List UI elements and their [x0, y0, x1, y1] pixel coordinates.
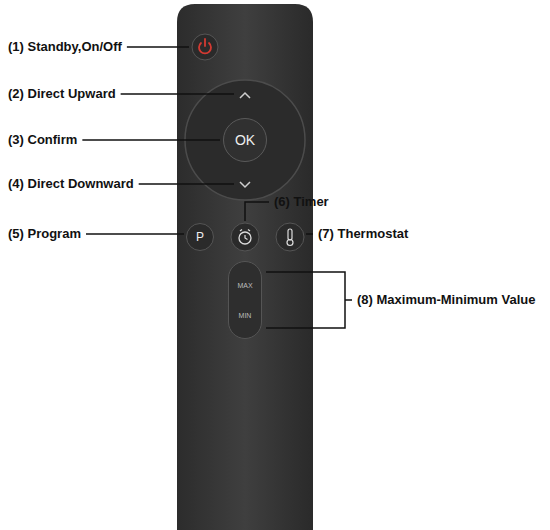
power-button [192, 34, 218, 60]
leader-line [127, 46, 189, 48]
leader-line [245, 202, 269, 221]
leader-line [82, 139, 220, 141]
button-label: P [196, 231, 204, 243]
leader-line [139, 183, 234, 185]
leader-line [306, 233, 313, 235]
bracket [266, 272, 352, 328]
callout-label: (7) Thermostat [318, 226, 408, 242]
button-label: MAX [237, 282, 252, 289]
round-button: P [186, 223, 214, 251]
callout-label: (8) Maximum-Minimum Value [357, 292, 535, 308]
button-label: MIN [239, 312, 252, 319]
down-chevron [240, 182, 250, 187]
timer-button [231, 223, 259, 251]
callout-label: (4) Direct Downward [8, 176, 134, 192]
round-button: OK [223, 118, 267, 162]
callout-label: (5) Program [8, 226, 81, 242]
remote-body [177, 4, 313, 530]
callout-label: (3) Confirm [8, 132, 77, 148]
leader-line [121, 93, 234, 95]
up-chevron [240, 93, 250, 98]
thermostat-button [276, 223, 304, 251]
button-label: OK [235, 133, 255, 147]
leader-line [86, 233, 184, 235]
rocker-button: MAX MIN [228, 261, 262, 339]
callout-label: (6) Timer [274, 194, 329, 210]
callout-label: (1) Standby,On/Off [8, 39, 122, 55]
callout-label: (2) Direct Upward [8, 86, 116, 102]
